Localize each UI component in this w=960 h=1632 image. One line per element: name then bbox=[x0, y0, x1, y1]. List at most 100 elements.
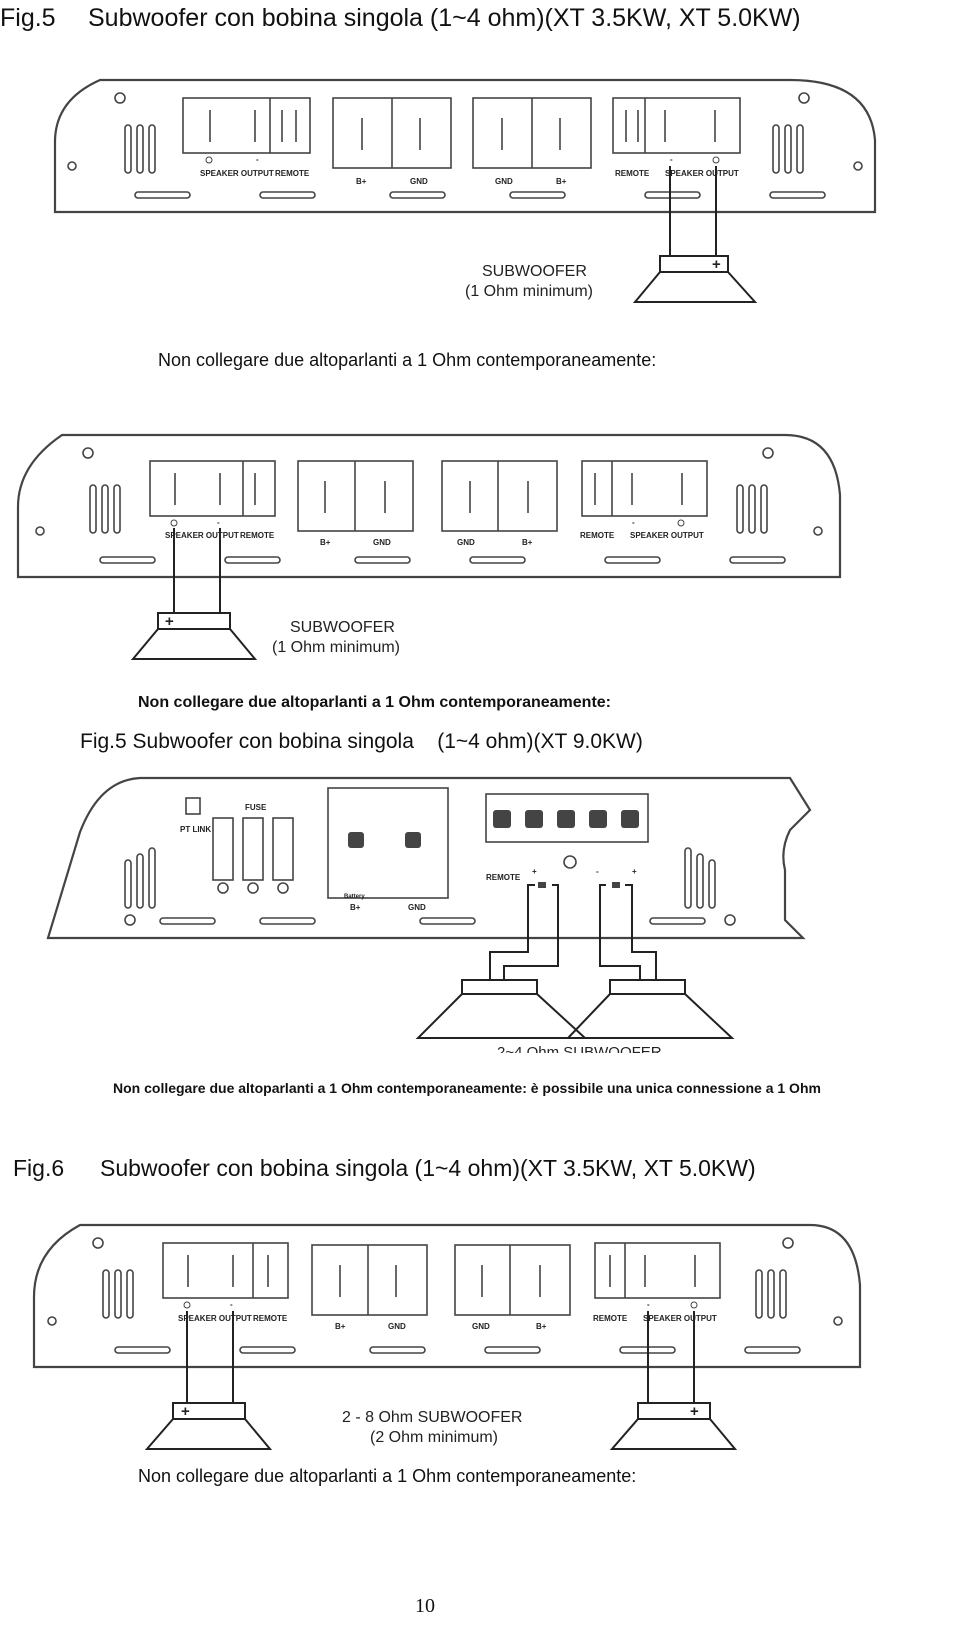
terminal-plus: + bbox=[165, 613, 174, 630]
label-gnd: GND bbox=[408, 903, 426, 912]
label-b-plus: B+ bbox=[556, 177, 567, 186]
figure-3-title: Subwoofer con bobina singola (1~4 ohm)(X… bbox=[132, 730, 643, 753]
subwoofer-label: 2 - 8 Ohm SUBWOOFER bbox=[342, 1409, 522, 1426]
power-terminal-box bbox=[327, 787, 449, 899]
speaker-terminal-block-right bbox=[594, 1242, 721, 1299]
figure-1-title: Subwoofer con bobina singola (1~4 ohm)(X… bbox=[88, 4, 801, 32]
pt-link-switch bbox=[185, 797, 201, 815]
label-speaker-output: SPEAKER OUTPUT bbox=[630, 531, 704, 540]
label-pt-link: PT LINK bbox=[180, 825, 211, 834]
mount-hole bbox=[853, 161, 863, 171]
minus-sign: - bbox=[230, 1300, 233, 1309]
figure-3-diagram: PT LINK FUSE Battery B+ GND REMOTE + - +… bbox=[46, 776, 812, 1061]
speaker-terminal-block-left bbox=[149, 460, 276, 517]
label-gnd: GND bbox=[388, 1322, 406, 1331]
page-number: 10 bbox=[415, 1595, 435, 1617]
speaker-wire bbox=[489, 884, 535, 980]
clip-mask bbox=[400, 1053, 700, 1081]
power-terminal-block-right bbox=[454, 1244, 571, 1316]
label-battery: Battery bbox=[344, 894, 365, 900]
figure-4-title: Subwoofer con bobina singola (1~4 ohm)(X… bbox=[100, 1155, 756, 1181]
label-remote: REMOTE bbox=[615, 169, 650, 178]
vent-slot bbox=[796, 124, 804, 174]
minus-sign: - bbox=[256, 155, 259, 164]
label-b-plus: B+ bbox=[356, 177, 367, 186]
figure-2-caption: Non collegare due altoparlanti a 1 Ohm c… bbox=[138, 694, 611, 711]
figure-3-label: Fig.5 bbox=[80, 730, 127, 753]
subwoofer-icon bbox=[144, 1402, 273, 1450]
label-speaker-output: SPEAKER OUTPUT bbox=[200, 169, 274, 178]
label-b-plus: B+ bbox=[536, 1322, 547, 1331]
amplifier-panel bbox=[53, 78, 877, 214]
vent-slot bbox=[148, 124, 156, 174]
fuse-icon bbox=[272, 817, 294, 881]
power-terminal-block-left bbox=[311, 1244, 428, 1316]
amplifier-panel bbox=[32, 1223, 862, 1369]
vent-slot bbox=[772, 124, 780, 174]
terminal-plus: + bbox=[181, 1403, 190, 1420]
subwoofer-spec: (1 Ohm minimum) bbox=[465, 283, 593, 300]
subwoofer-label: SUBWOOFER bbox=[290, 619, 395, 636]
figure-2-diagram: - - SPEAKER OUTPUT REMOTE B+ GND GND B+ … bbox=[16, 433, 842, 660]
figure-4-caption: Non collegare due altoparlanti a 1 Ohm c… bbox=[138, 1466, 637, 1486]
terminal-plus: + bbox=[690, 1403, 699, 1420]
speaker-terminal-box bbox=[485, 793, 649, 843]
figure-1-diagram: - - SPEAKER OUTPUT REMOTE B+ GND GND B+ … bbox=[53, 78, 877, 303]
figure-3-title-row: Fig.5 Subwoofer con bobina singola (1~4 … bbox=[80, 730, 643, 754]
subwoofer-spec: (1 Ohm minimum) bbox=[272, 639, 400, 656]
label-b-plus: B+ bbox=[320, 538, 331, 547]
subwoofer-icon bbox=[130, 612, 258, 660]
label-speaker-output: SPEAKER OUTPUT bbox=[178, 1314, 252, 1323]
speaker-wire bbox=[503, 884, 559, 980]
speaker-wire bbox=[625, 884, 657, 980]
amplifier-panel bbox=[16, 433, 842, 579]
label-remote: REMOTE bbox=[593, 1314, 628, 1323]
positive-marker bbox=[712, 156, 720, 164]
minus-sign: - bbox=[647, 1300, 650, 1309]
subwoofer-spec: (2 Ohm minimum) bbox=[370, 1429, 498, 1446]
figure-3-caption: Non collegare due altoparlanti a 1 Ohm c… bbox=[113, 1080, 821, 1096]
label-gnd: GND bbox=[373, 538, 391, 547]
label-remote: REMOTE bbox=[486, 873, 521, 882]
figure-1-label: Fig.5 bbox=[0, 4, 56, 32]
vent-slot bbox=[136, 124, 144, 174]
label-remote: REMOTE bbox=[580, 531, 615, 540]
terminal-plus: + bbox=[712, 256, 721, 273]
speaker-terminal-block-right bbox=[581, 460, 708, 517]
power-terminal-block-right bbox=[441, 460, 558, 532]
subwoofer-icon bbox=[609, 1402, 738, 1450]
speaker-terminal-block-right bbox=[612, 97, 741, 154]
label-remote: REMOTE bbox=[240, 531, 275, 540]
minus-sign: - bbox=[632, 518, 635, 527]
vent-slot bbox=[784, 124, 792, 174]
label-speaker-output: SPEAKER OUTPUT bbox=[165, 531, 239, 540]
subwoofer-icon bbox=[415, 979, 588, 1039]
positive-marker bbox=[205, 156, 213, 164]
minus-sign: - bbox=[670, 155, 673, 164]
fuse-icon bbox=[242, 817, 264, 881]
amplifier-panel bbox=[46, 776, 812, 940]
figure-4-title-row: Fig.6 Subwoofer con bobina singola (1~4 … bbox=[13, 1155, 953, 1185]
speaker-wire bbox=[599, 884, 641, 980]
mount-hole bbox=[67, 161, 77, 171]
label-remote: REMOTE bbox=[253, 1314, 288, 1323]
speaker-terminal-block-left bbox=[162, 1242, 289, 1299]
minus-sign: - bbox=[596, 867, 599, 876]
plus-sign: + bbox=[532, 867, 537, 876]
subwoofer-icon bbox=[565, 979, 735, 1039]
minus-sign: - bbox=[217, 518, 220, 527]
label-fuse: FUSE bbox=[245, 803, 267, 812]
figure-4-diagram: - - SPEAKER OUTPUT REMOTE B+ GND GND B+ … bbox=[32, 1223, 862, 1450]
mount-hole bbox=[114, 92, 126, 104]
label-b-plus: B+ bbox=[335, 1322, 346, 1331]
subwoofer-icon bbox=[632, 255, 758, 303]
label-gnd: GND bbox=[457, 538, 475, 547]
label-speaker-output: SPEAKER OUTPUT bbox=[665, 169, 739, 178]
label-speaker-output: SPEAKER OUTPUT bbox=[643, 1314, 717, 1323]
mount-hole bbox=[798, 92, 810, 104]
speaker-terminal-block-left bbox=[182, 97, 311, 154]
vent-slot bbox=[124, 124, 132, 174]
figure-4-label: Fig.6 bbox=[13, 1155, 65, 1181]
label-b-plus: B+ bbox=[350, 903, 361, 912]
label-gnd: GND bbox=[410, 177, 428, 186]
